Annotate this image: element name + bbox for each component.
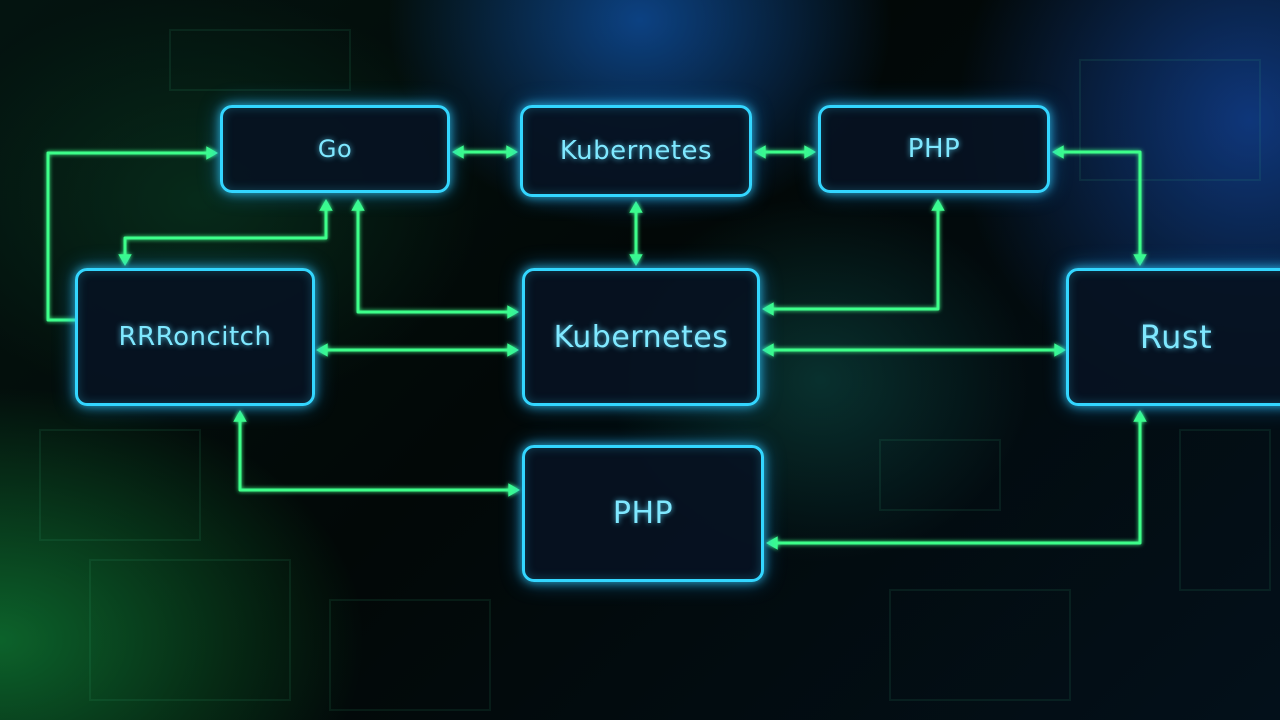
- link-kubernetes-center-go: [356, 201, 517, 314]
- node-php-bottom[interactable]: PHP: [522, 445, 764, 582]
- link-rroncitch-go-outer-arrowhead-end: [206, 146, 218, 160]
- link-php-top-rust-arrowhead-start: [1052, 145, 1064, 159]
- link-go-kubernetes-top-arrowhead-end: [506, 145, 518, 159]
- link-kubernetes-center-rust-arrowhead-start: [762, 343, 774, 357]
- link-php-top-kubernetes-center-arrowhead-end: [762, 302, 774, 316]
- node-kubernetes-top-label: Kubernetes: [559, 136, 713, 166]
- link-go-rroncitch-inner-arrowhead-end: [118, 254, 132, 266]
- link-rroncitch-php-bottom-arrowhead-end: [508, 483, 520, 497]
- link-go-rroncitch-inner: [123, 201, 328, 264]
- link-kubernetes-center-rust-arrowhead-end: [1054, 343, 1066, 357]
- node-go[interactable]: Go: [220, 105, 450, 193]
- link-php-top-rust: [1054, 150, 1142, 264]
- node-rroncitch-label: RRRoncitch: [118, 322, 272, 352]
- link-go-kubernetes-top-arrowhead-start: [452, 145, 464, 159]
- link-rroncitch-php-bottom-arrowhead-start: [233, 410, 247, 422]
- link-rroncitch-go-outer: [46, 151, 216, 322]
- node-kubernetes-center-label: Kubernetes: [553, 319, 729, 355]
- link-rust-php-bottom-arrowhead-start: [1133, 410, 1147, 422]
- link-rust-php-bottom: [768, 412, 1142, 545]
- node-php-bottom-label: PHP: [612, 496, 674, 531]
- link-go-rroncitch-inner-arrowhead-start: [319, 199, 333, 211]
- node-rust[interactable]: Rust: [1066, 268, 1280, 406]
- link-rroncitch-php-bottom: [238, 412, 518, 492]
- link-kubernetes-center-go-arrowhead-end: [351, 199, 365, 211]
- node-go-label: Go: [317, 135, 353, 163]
- link-kubernetes-top-kubernetes-center-arrowhead-start: [629, 201, 643, 213]
- link-php-top-kubernetes-center: [764, 201, 940, 311]
- link-kubernetes-top-php-top-arrowhead-end: [804, 145, 816, 159]
- link-kubernetes-top-kubernetes-center-arrowhead-end: [629, 254, 643, 266]
- node-kubernetes-top[interactable]: Kubernetes: [520, 105, 752, 197]
- node-php-top[interactable]: PHP: [818, 105, 1050, 193]
- node-kubernetes-center[interactable]: Kubernetes: [522, 268, 760, 406]
- link-rust-php-bottom-arrowhead-end: [766, 536, 778, 550]
- link-kubernetes-center-go-arrowhead-start: [507, 305, 519, 319]
- link-kubernetes-top-php-top-arrowhead-start: [754, 145, 766, 159]
- node-rust-label: Rust: [1139, 318, 1213, 356]
- link-rroncitch-kubernetes-center-arrowhead-end: [507, 343, 519, 357]
- link-rroncitch-kubernetes-center-arrowhead-start: [316, 343, 328, 357]
- link-php-top-rust-arrowhead-end: [1133, 254, 1147, 266]
- node-rroncitch[interactable]: RRRoncitch: [75, 268, 315, 406]
- node-php-top-label: PHP: [907, 134, 961, 164]
- link-php-top-kubernetes-center-arrowhead-start: [931, 199, 945, 211]
